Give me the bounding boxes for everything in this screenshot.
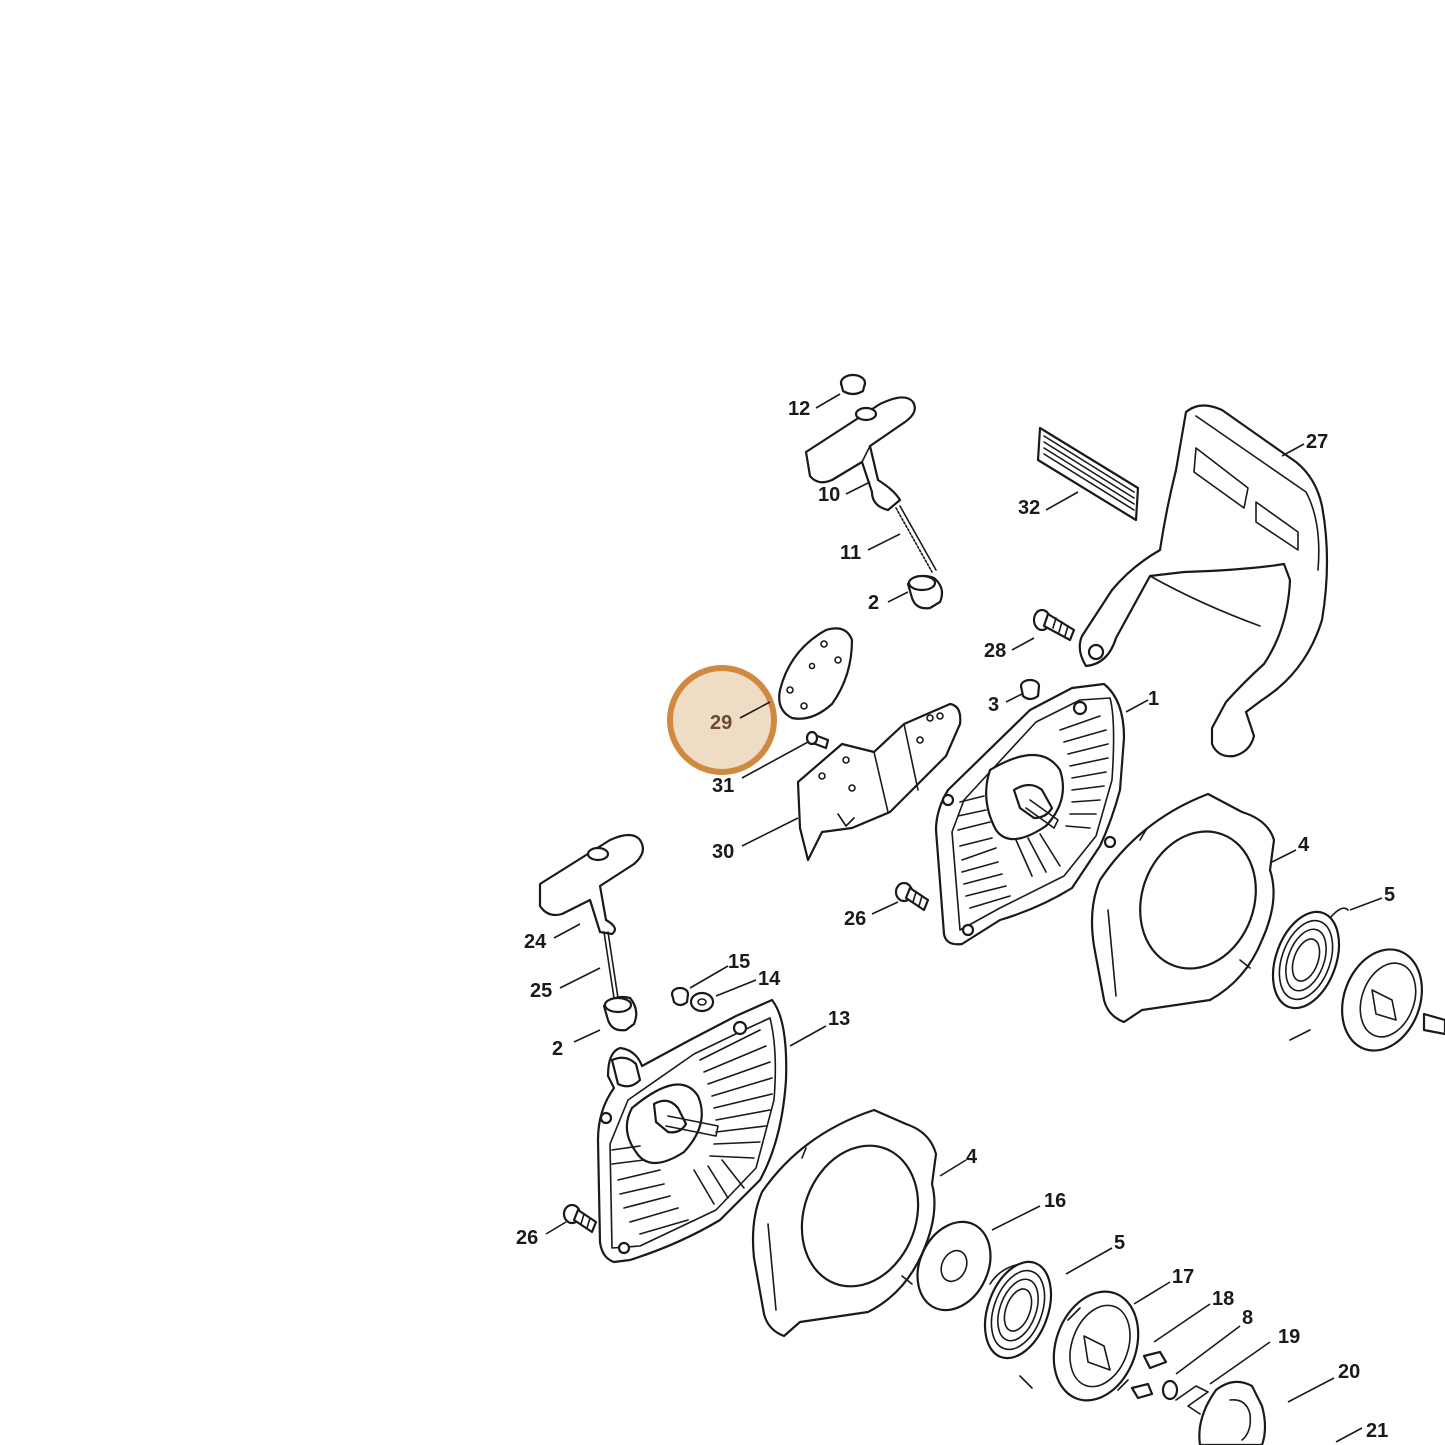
callout-4-upper[interactable]: 4 <box>1298 834 1310 856</box>
part-18-pawl[interactable] <box>1130 1350 1168 1400</box>
callout-31[interactable]: 31 <box>712 775 734 797</box>
callout-12[interactable]: 12 <box>788 398 810 420</box>
callout-30[interactable]: 30 <box>712 841 734 863</box>
callout-27[interactable]: 27 <box>1306 431 1328 453</box>
part-20-carrier[interactable] <box>1198 1380 1267 1445</box>
callout-2-lower[interactable]: 2 <box>552 1038 563 1060</box>
callout-8[interactable]: 8 <box>1242 1307 1253 1329</box>
part-11-starter-rope[interactable] <box>895 505 937 573</box>
part-14-washer[interactable] <box>689 991 715 1013</box>
part-27-hand-guard[interactable] <box>1078 404 1329 758</box>
callout-21[interactable]: 21 <box>1366 1420 1388 1442</box>
part-4-starter-cover-upper[interactable] <box>1090 792 1276 1024</box>
highlight-marker[interactable] <box>667 665 777 775</box>
callout-24[interactable]: 24 <box>524 931 547 953</box>
part-19-clip[interactable] <box>1175 1385 1209 1415</box>
callout-11[interactable]: 11 <box>840 542 861 564</box>
callout-labels: 12 10 11 2 32 27 28 3 1 29 31 30 4 5 26 … <box>516 398 1395 1442</box>
callout-28[interactable]: 28 <box>984 640 1006 662</box>
callout-15[interactable]: 15 <box>728 951 750 973</box>
part-28-screw[interactable] <box>1032 608 1076 642</box>
part-2-rope-guide-lower[interactable] <box>602 995 638 1032</box>
part-30-bracket-plate[interactable] <box>796 702 962 862</box>
callout-5-lower[interactable]: 5 <box>1114 1232 1125 1254</box>
callout-13[interactable]: 13 <box>828 1008 850 1030</box>
callout-25[interactable]: 25 <box>530 980 552 1002</box>
callout-18[interactable]: 18 <box>1212 1288 1234 1310</box>
part-8-ring[interactable] <box>1161 1379 1179 1401</box>
part-13-fan-housing[interactable] <box>596 998 788 1264</box>
part-25-starter-rope[interactable] <box>603 931 619 999</box>
callout-10[interactable]: 10 <box>818 484 840 506</box>
part-2-rope-guide-upper[interactable] <box>906 574 944 610</box>
callout-16[interactable]: 16 <box>1044 1190 1066 1212</box>
part-1-fan-housing[interactable] <box>934 682 1126 946</box>
callout-2-upper[interactable]: 2 <box>868 592 879 614</box>
part-26-screw-lower[interactable] <box>562 1203 598 1234</box>
part-26-screw-upper[interactable] <box>894 881 930 912</box>
part-32-grille[interactable] <box>1036 426 1140 522</box>
part-3-bushing[interactable] <box>1019 678 1041 701</box>
part-17-rope-rotor[interactable] <box>1039 1280 1152 1413</box>
part-12-cap[interactable] <box>839 373 867 396</box>
callout-19[interactable]: 19 <box>1278 1326 1300 1348</box>
callout-3[interactable]: 3 <box>988 694 999 716</box>
callout-14[interactable]: 14 <box>758 968 781 990</box>
part-31-screw[interactable] <box>805 730 830 750</box>
callout-20[interactable]: 20 <box>1338 1361 1360 1383</box>
callout-5-upper[interactable]: 5 <box>1384 884 1395 906</box>
part-10-starter-grip[interactable] <box>804 396 916 512</box>
callout-1[interactable]: 1 <box>1148 688 1159 710</box>
part-5-spring-lower[interactable] <box>973 1253 1064 1389</box>
part-24-starter-grip[interactable] <box>538 833 645 936</box>
part-5-spring-upper[interactable] <box>1261 903 1352 1041</box>
highlight-circle <box>667 665 777 775</box>
part-15-bushing[interactable] <box>670 986 690 1007</box>
callout-17[interactable]: 17 <box>1172 1266 1194 1288</box>
callout-26-lower[interactable]: 26 <box>516 1227 538 1249</box>
callout-32[interactable]: 32 <box>1018 497 1040 519</box>
rope-rotor-upper[interactable] <box>1329 938 1445 1062</box>
callout-26-upper[interactable]: 26 <box>844 908 866 930</box>
part-16-washer-disc[interactable] <box>904 1210 1005 1322</box>
callout-4-lower[interactable]: 4 <box>966 1146 978 1168</box>
callout-29[interactable]: 29 <box>710 712 732 734</box>
part-29-cover-plate[interactable] <box>778 627 854 720</box>
leader-lines <box>545 393 1383 1443</box>
part-4-starter-cover-lower[interactable] <box>751 1108 938 1338</box>
